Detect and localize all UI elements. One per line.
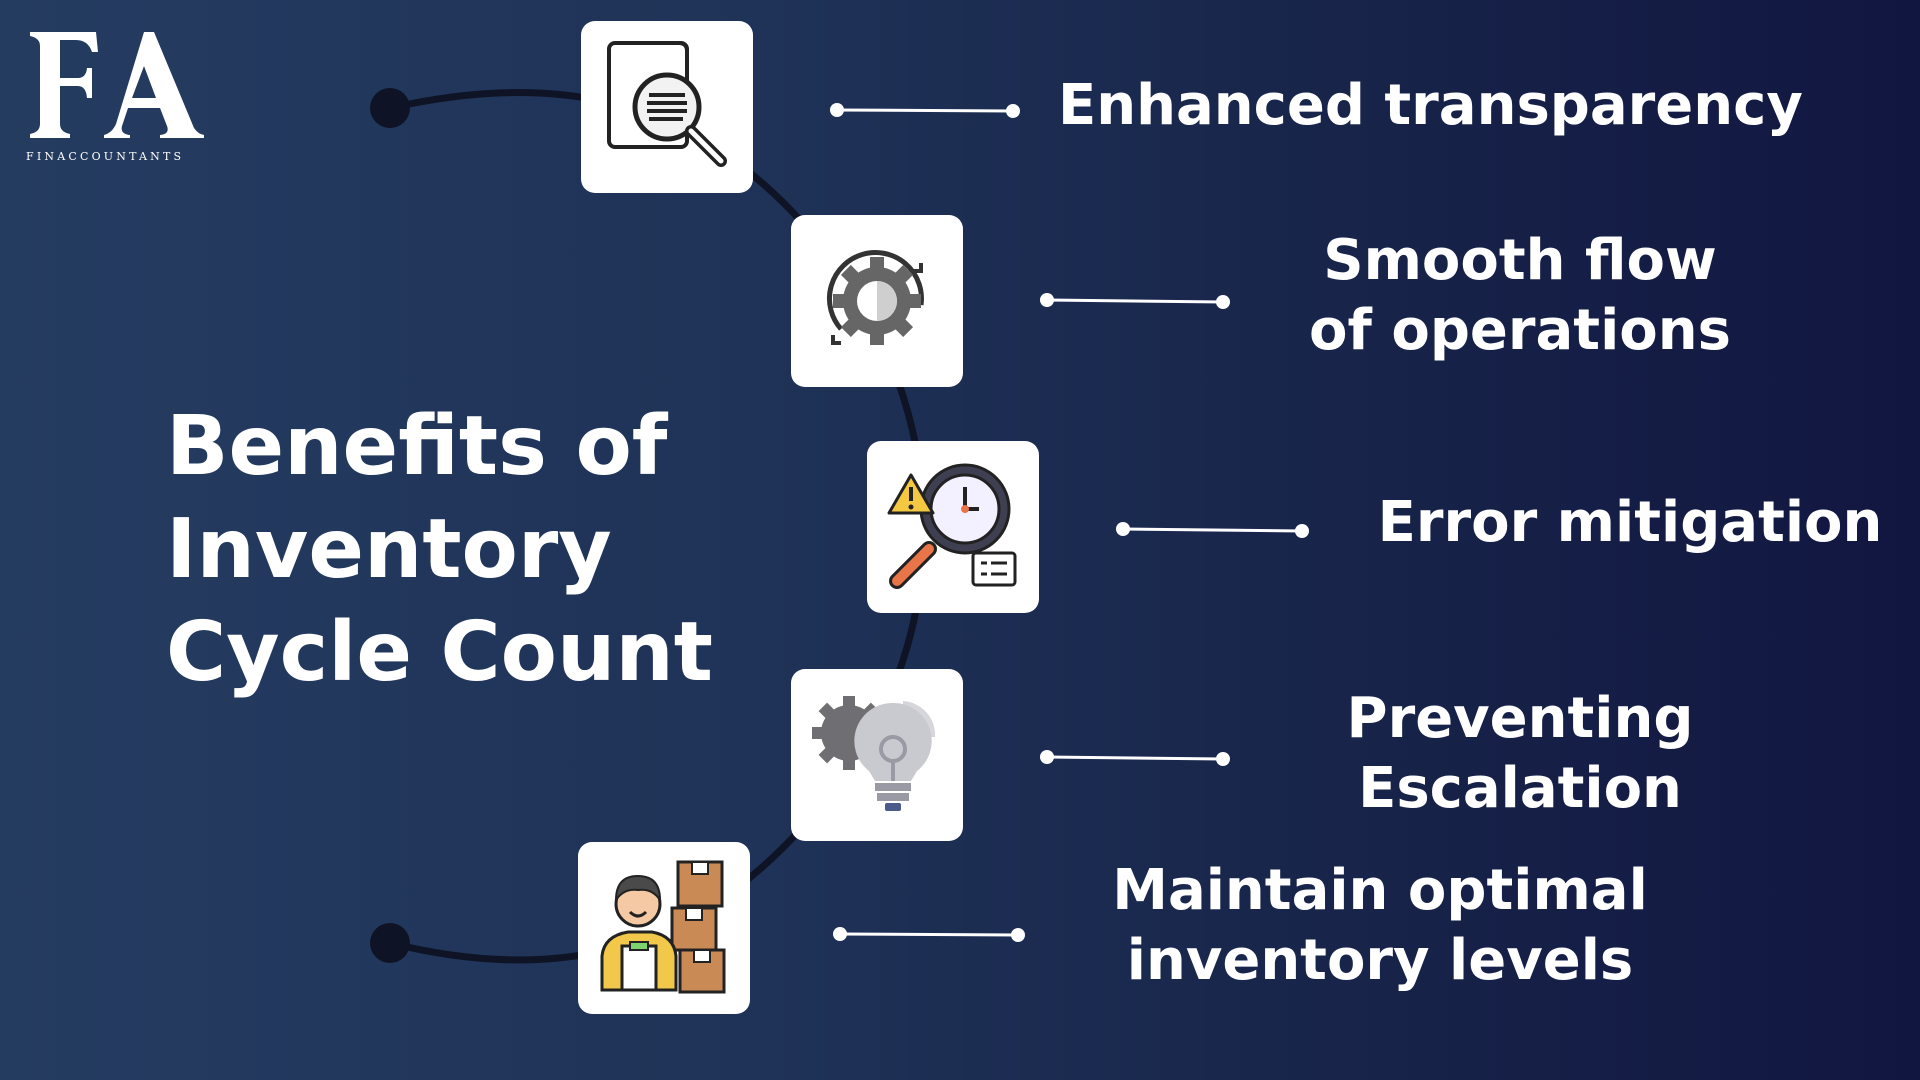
pointer-line-1 [830, 103, 1020, 118]
benefit-5-line-1: Maintain optimal [1112, 858, 1648, 923]
icon-card-preventing-escalation [791, 669, 963, 841]
logo-subtitle: FINACCOUNTANTS [26, 150, 185, 163]
benefit-2-line-2: of operations [1309, 298, 1731, 363]
logo-mark-icon [30, 32, 204, 138]
benefit-2-line-1: Smooth flow [1323, 228, 1717, 293]
pointer-line-2 [1040, 293, 1230, 309]
title-line-3: Cycle Count [166, 605, 713, 700]
benefit-1-line-1: Enhanced transparency [1058, 73, 1803, 138]
benefit-label-1: Enhanced transparency [1058, 71, 1803, 141]
logo: FINACCOUNTANTS [26, 28, 216, 168]
benefit-4-line-2: Escalation [1358, 756, 1682, 821]
benefit-4-line-1: Preventing [1346, 686, 1694, 751]
arc-endpoint-bottom [370, 923, 410, 963]
benefit-3-line-1: Error mitigation [1377, 490, 1883, 555]
title-line-2: Inventory [166, 502, 612, 597]
benefit-label-4: Preventing Escalation [1300, 684, 1740, 824]
page-title: Benefits of Inventory Cycle Count [166, 395, 726, 704]
icon-card-error-mitigation [867, 441, 1039, 613]
benefit-label-5: Maintain optimal inventory levels [1090, 856, 1670, 996]
pointer-line-4 [1040, 750, 1230, 766]
icon-card-smooth-flow [791, 215, 963, 387]
benefit-5-line-2: inventory levels [1126, 928, 1634, 993]
icon-card-transparency [581, 21, 753, 193]
benefit-label-2: Smooth flow of operations [1270, 226, 1770, 366]
warning-clock-search-icon [887, 463, 1017, 589]
icon-card-optimal-inventory [578, 842, 750, 1014]
document-search-icon [607, 41, 727, 167]
pointer-line-3 [1116, 522, 1309, 538]
benefit-label-3: Error mitigation [1370, 488, 1890, 558]
worker-boxes-icon [600, 860, 726, 994]
pointer-line-5 [833, 927, 1025, 942]
gear-lightbulb-icon [812, 696, 936, 811]
arc-endpoint-top [370, 88, 410, 128]
title-line-1: Benefits of [166, 399, 668, 494]
gear-refresh-icon [826, 250, 924, 345]
